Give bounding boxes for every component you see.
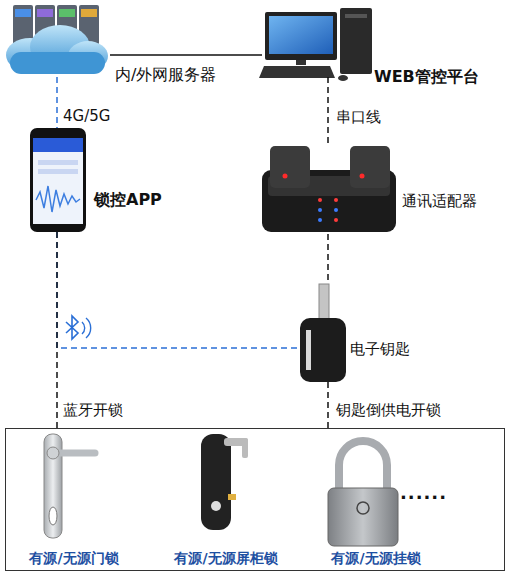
dashed-connector (327, 382, 329, 428)
padlock-icon (328, 441, 398, 546)
led (334, 208, 338, 212)
lock-keyhole (211, 501, 221, 511)
node-label: WEB管控平台 (374, 67, 509, 86)
node-label: 有源/无源屏柜锁 (146, 549, 306, 568)
phone-screen (33, 138, 83, 224)
node-label: 有源/无源门锁 (9, 549, 139, 568)
phone-icon (30, 128, 86, 232)
dashed-connector (56, 232, 58, 428)
lock-rose (47, 447, 59, 459)
phone-field (38, 169, 78, 174)
led (283, 174, 288, 179)
connector-label: 钥匙倒供电开锁 (336, 401, 441, 420)
mouse (338, 75, 348, 81)
led (334, 218, 338, 222)
server-panel (81, 9, 97, 17)
bluetooth-rune (66, 316, 78, 339)
led (318, 198, 322, 202)
bluetooth-symbol (66, 316, 91, 339)
node-label: 锁控APP (94, 190, 184, 209)
key-icon (300, 284, 346, 382)
bluetooth-wave (86, 318, 91, 338)
padlock-logo (357, 502, 369, 514)
server-panel (59, 9, 75, 17)
monitor-stand (296, 60, 306, 65)
lock-handle (242, 438, 248, 458)
padlock-shackle (339, 441, 387, 495)
connector-label: 4G/5G (63, 107, 110, 126)
server-panel (15, 9, 31, 17)
key-head (300, 318, 346, 382)
key-stripe (306, 330, 311, 370)
solid-connector (110, 54, 262, 56)
led (360, 174, 365, 179)
phone-body (30, 128, 86, 232)
lock-node: 有源/无源门锁 (9, 431, 139, 569)
phone-field (38, 160, 78, 165)
pc-tower (340, 8, 372, 74)
monitor-screen (269, 16, 333, 54)
computer-icon (259, 8, 372, 81)
dashed-connector (56, 77, 58, 128)
ellipsis-note: ...... (400, 482, 447, 503)
dashed-connector (327, 77, 329, 146)
device-node: 通讯适配器 (262, 146, 396, 234)
adapter-slot-key (270, 146, 310, 188)
keyboard (259, 66, 335, 78)
server-cloud-icon (6, 5, 108, 74)
led (318, 218, 322, 222)
adapter-slot-key (350, 146, 390, 188)
adapter-icon (262, 146, 396, 232)
lock-plate (201, 434, 231, 530)
lock-latch (228, 494, 236, 500)
pc-drive (345, 14, 367, 18)
node-label: 电子钥匙 (350, 340, 440, 359)
device-node: WEB管控平台 (262, 5, 372, 77)
device-node: 锁控APP (30, 128, 86, 232)
cloud-part (10, 52, 105, 74)
phone-header (33, 138, 83, 152)
monitor (265, 12, 337, 60)
led (334, 198, 338, 202)
led (318, 208, 322, 212)
door-lock-icon (44, 434, 95, 538)
bluetooth-wave (82, 322, 85, 334)
device-node: 电子钥匙 (300, 284, 346, 382)
device-node: 内/外网服务器 (5, 5, 110, 77)
dashed-connector (57, 232, 300, 348)
node-label: 有源/无源挂锁 (306, 549, 446, 568)
cabinet-lock-icon (201, 434, 248, 530)
dashed-connector (327, 234, 329, 284)
node-label: 通讯适配器 (402, 192, 507, 211)
server-panel (37, 9, 53, 17)
phone-waveform (36, 186, 80, 212)
connector-label: 串口线 (336, 108, 381, 127)
lock-cylinder (49, 507, 57, 525)
key-blade (319, 284, 329, 322)
node-label: 内/外网服务器 (115, 65, 235, 84)
connector-label: 蓝牙开锁 (63, 401, 123, 420)
padlock-body (328, 488, 398, 546)
lock-node: 有源/无源屏柜锁 (146, 431, 306, 569)
